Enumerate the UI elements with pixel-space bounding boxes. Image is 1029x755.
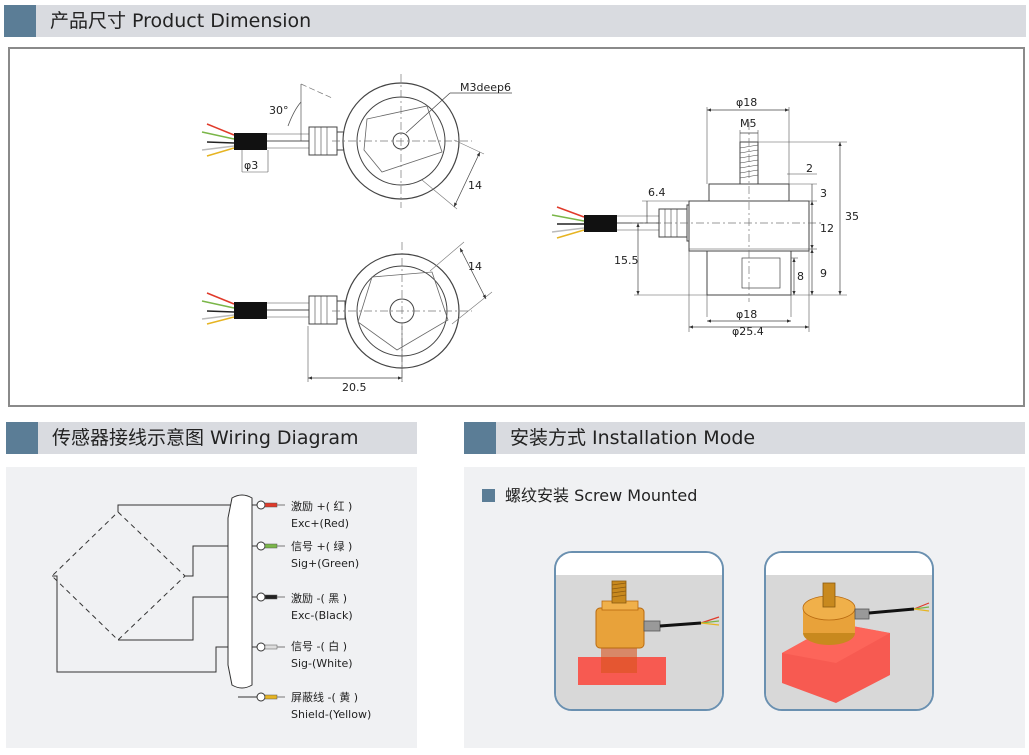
wire-label-1: 激励 +( 红 ) Exc+(Red) (291, 499, 352, 530)
header-accent-block (464, 422, 496, 454)
dim-offset-15: 15.5 (614, 254, 639, 267)
bullet-square-icon (482, 489, 495, 502)
wire-label-en-4: Sig-(White) (291, 657, 353, 670)
wire-terminal-icon (256, 592, 266, 602)
top-view-lower (201, 241, 493, 382)
wire-label-en-3: Exc-(Black) (291, 609, 353, 622)
wiring-diagram-title: 传感器接线示意图 Wiring Diagram (52, 427, 359, 449)
dim-total-35: 35 (845, 210, 859, 223)
wire-tip (264, 543, 278, 549)
dim-body-dia: φ25.4 (732, 325, 764, 338)
wiring-diagram: 激励 +( 红 ) Exc+(Red) 信号 +( 绿 ) Sig+(Green… (51, 494, 371, 721)
wire-label-3: 激励 -( 黑 ) Exc-(Black) (291, 591, 353, 622)
wire-tip (264, 694, 278, 700)
product-dimension-title: 产品尺寸 Product Dimension (50, 10, 312, 32)
dim-width: 20.5 (342, 381, 367, 394)
wire-terminal-icon (256, 541, 266, 551)
wire-terminal-icon (256, 500, 266, 510)
wire-label-cn-4: 信号 -( 白 ) (291, 639, 347, 653)
dim-stud: M5 (740, 117, 757, 130)
dim-angle: 30° (269, 104, 289, 117)
wire-tip (264, 594, 278, 600)
dim-top-flat: 14 (468, 179, 482, 192)
wire-label-cn-5: 屏蔽线 -( 黄 ) (291, 690, 358, 704)
dimension-drawing: 30° M3deep6 φ3 14 (201, 74, 859, 394)
dim-height-12: 12 (820, 222, 834, 235)
wire-label-2: 信号 +( 绿 ) Sig+(Green) (291, 539, 359, 570)
installation-mode-title: 安装方式 Installation Mode (510, 427, 756, 449)
wire-tip (264, 644, 278, 650)
wire-label-en-5: Shield-(Yellow) (291, 708, 371, 721)
wire-ends (256, 500, 285, 702)
installation-mode-header: 安装方式 Installation Mode (464, 422, 1025, 454)
wiring-diagram-panel: 激励 +( 红 ) Exc+(Red) 信号 +( 绿 ) Sig+(Green… (6, 467, 417, 748)
dim-height-9: 9 (820, 267, 827, 280)
dim-cable-dia: φ3 (244, 159, 258, 172)
dim-height-8: 8 (797, 270, 804, 283)
dim-bottom-flat: 14 (468, 260, 482, 273)
dim-cable-offset: 6.4 (648, 186, 666, 199)
wire-label-cn-1: 激励 +( 红 ) (291, 499, 352, 513)
header-accent-block (6, 422, 38, 454)
dim-thread-hole: M3deep6 (460, 81, 511, 94)
header-accent-block (4, 5, 36, 37)
installation-panel (464, 467, 1025, 748)
product-dimension-header: 产品尺寸 Product Dimension (4, 5, 1026, 37)
screw-mounted-label: 螺纹安装 Screw Mounted (482, 486, 697, 506)
installation-photo-upright (554, 551, 724, 711)
wire-label-en-1: Exc+(Red) (291, 517, 349, 530)
wire-tip (264, 502, 278, 508)
wire-terminal-icon (256, 692, 266, 702)
base-mounted-sensor-illustration (766, 553, 932, 709)
installation-photo-base (764, 551, 934, 711)
dim-top-dia: φ18 (736, 96, 757, 109)
wire-label-4: 信号 -( 白 ) Sig-(White) (291, 639, 353, 670)
wire-label-cn-3: 激励 -( 黑 ) (291, 591, 347, 605)
wiring-diagram-header: 传感器接线示意图 Wiring Diagram (6, 422, 417, 454)
screw-mounted-text: 螺纹安装 Screw Mounted (505, 486, 698, 505)
dim-step-3: 3 (820, 187, 827, 200)
side-view (551, 107, 847, 332)
dimension-drawing-frame: 30° M3deep6 φ3 14 (8, 47, 1025, 407)
wire-label-cn-2: 信号 +( 绿 ) (291, 539, 352, 553)
top-view-upper (201, 74, 512, 210)
wire-label-5: 屏蔽线 -( 黄 ) Shield-(Yellow) (291, 690, 371, 721)
upright-sensor-illustration (556, 553, 722, 709)
dim-step-2: 2 (806, 162, 813, 175)
wire-label-en-2: Sig+(Green) (291, 557, 359, 570)
dim-base-dia: φ18 (736, 308, 757, 321)
wire-terminal-icon (256, 642, 266, 652)
